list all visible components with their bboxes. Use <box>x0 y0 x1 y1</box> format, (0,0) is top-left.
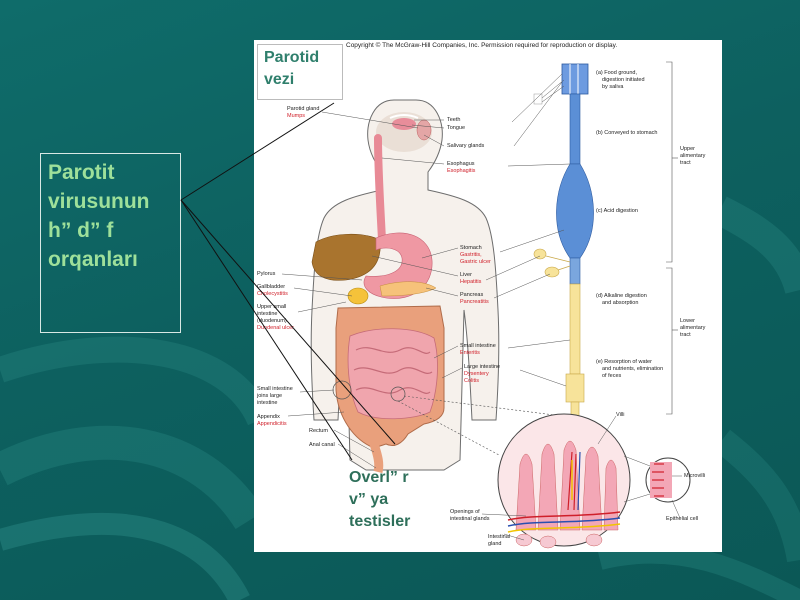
svg-text:Rectum: Rectum <box>309 428 328 434</box>
tongue-shape <box>392 118 416 130</box>
svg-text:Teeth: Teeth <box>447 117 460 123</box>
svg-text:Openings of: Openings of <box>450 509 480 515</box>
svg-text:(c) Acid digestion: (c) Acid digestion <box>596 208 638 214</box>
digestive-system-figure: Copyright © The McGraw-Hill Companies, I… <box>254 40 722 552</box>
svg-text:Enteritis: Enteritis <box>460 350 480 356</box>
svg-text:Small intestine: Small intestine <box>460 343 496 349</box>
villi-detail <box>497 413 631 549</box>
svg-text:intestine: intestine <box>257 311 278 317</box>
svg-text:Intestinal: Intestinal <box>488 534 510 540</box>
svg-text:Small intestine: Small intestine <box>257 386 293 392</box>
svg-text:Gastritis,: Gastritis, <box>460 252 482 258</box>
svg-text:(a) Food ground,: (a) Food ground, <box>596 70 637 76</box>
svg-text:Duodenal ulcer: Duodenal ulcer <box>257 325 294 331</box>
parotid-label-line: Parotid <box>264 49 320 66</box>
esophagus-shape <box>374 134 386 244</box>
svg-text:Parotid gland: Parotid gland <box>287 106 319 112</box>
svg-text:(d) Alkaline digestion: (d) Alkaline digestion <box>596 293 647 299</box>
svg-text:Esophagitis: Esophagitis <box>447 168 476 174</box>
target-organs-box: Parotit virusunun h” d” f orqanları <box>40 153 181 333</box>
alimentary-tube <box>533 63 594 421</box>
svg-text:Upper: Upper <box>680 146 695 152</box>
parotid-label-line: vezi <box>264 71 295 88</box>
svg-text:joins large: joins large <box>256 393 282 399</box>
svg-text:Appendix: Appendix <box>257 414 280 420</box>
svg-text:tract: tract <box>680 160 691 166</box>
svg-text:Mumps: Mumps <box>287 113 305 119</box>
svg-text:Epithelial cell: Epithelial cell <box>666 516 698 522</box>
stage-descriptions: (a) Food ground, digestion initiated by … <box>596 70 663 379</box>
svg-text:Upper small: Upper small <box>257 304 286 310</box>
svg-text:Esophagus: Esophagus <box>447 161 475 167</box>
rectum-shape <box>369 442 384 474</box>
svg-text:Hepatitis: Hepatitis <box>460 279 482 285</box>
svg-text:tract: tract <box>680 332 691 338</box>
right-labels: Teeth Tongue Salivary glands Esophagus E… <box>447 117 500 384</box>
svg-text:Salivary glands: Salivary glands <box>447 143 485 149</box>
svg-text:(b) Conveyed to stomach: (b) Conveyed to stomach <box>596 130 657 136</box>
digestive-diagram: Parotid gland Mumps Pylorus Gallbladder … <box>256 61 706 549</box>
svg-text:Microvilli: Microvilli <box>684 473 705 479</box>
copyright-notice: Copyright © The McGraw-Hill Companies, I… <box>346 42 618 49</box>
target-organs-line: Parotit <box>48 161 115 184</box>
svg-text:Colitis: Colitis <box>464 378 479 384</box>
svg-text:intestinal glands: intestinal glands <box>450 516 490 522</box>
svg-text:Dysentery: Dysentery <box>464 371 489 377</box>
svg-text:Liver: Liver <box>460 272 472 278</box>
svg-text:alimentary: alimentary <box>680 325 706 331</box>
svg-text:(e) Resorption of water: (e) Resorption of water <box>596 359 652 365</box>
ovaries-testes-line: v” ya <box>349 491 389 508</box>
svg-text:Anal canal: Anal canal <box>309 442 335 448</box>
svg-text:Pancreatitis: Pancreatitis <box>460 299 489 305</box>
parotid-gland-shape <box>416 119 432 141</box>
svg-text:Villi: Villi <box>616 412 624 418</box>
small-intestine-shape <box>347 328 438 420</box>
svg-text:Pancreas: Pancreas <box>460 292 483 298</box>
svg-text:and nutrients, elimination: and nutrients, elimination <box>602 366 663 372</box>
svg-text:digestion initiated: digestion initiated <box>602 77 645 83</box>
svg-text:Pylorus: Pylorus <box>257 271 276 277</box>
ovaries-testes-label: Overl” r v” ya testisler <box>349 467 410 533</box>
svg-text:Large intestine: Large intestine <box>464 364 500 370</box>
microvilli-detail <box>623 455 691 503</box>
svg-text:Stomach: Stomach <box>460 245 482 251</box>
svg-text:alimentary: alimentary <box>680 153 706 159</box>
target-organs-line: h” d” f <box>48 219 114 242</box>
svg-text:and absorption: and absorption <box>602 300 638 306</box>
target-organs-line: virusunun <box>48 190 150 213</box>
svg-text:Gallbladder: Gallbladder <box>257 284 285 290</box>
parotid-gland-label: Parotid vezi <box>257 44 343 100</box>
svg-text:intestine: intestine <box>257 400 278 406</box>
svg-text:of feces: of feces <box>602 373 622 379</box>
ovaries-testes-line: Overl” r <box>349 469 409 486</box>
svg-text:gland: gland <box>488 541 501 547</box>
ovaries-testes-line: testisler <box>349 513 411 530</box>
svg-text:Lower: Lower <box>680 318 695 324</box>
svg-text:Gastric ulcer: Gastric ulcer <box>460 259 491 265</box>
svg-text:(duodenum): (duodenum) <box>257 318 287 324</box>
svg-text:by saliva: by saliva <box>602 84 624 90</box>
target-organs-line: orqanları <box>48 248 138 271</box>
svg-text:Tongue: Tongue <box>447 125 465 131</box>
tract-labels: Upper alimentary tract Lower alimentary … <box>680 146 706 338</box>
svg-text:Appendicitis: Appendicitis <box>257 421 287 427</box>
detail-labels: Villi Microvilli Epithelial cell Opening… <box>450 412 705 547</box>
svg-text:Cholecystitis: Cholecystitis <box>257 291 288 297</box>
